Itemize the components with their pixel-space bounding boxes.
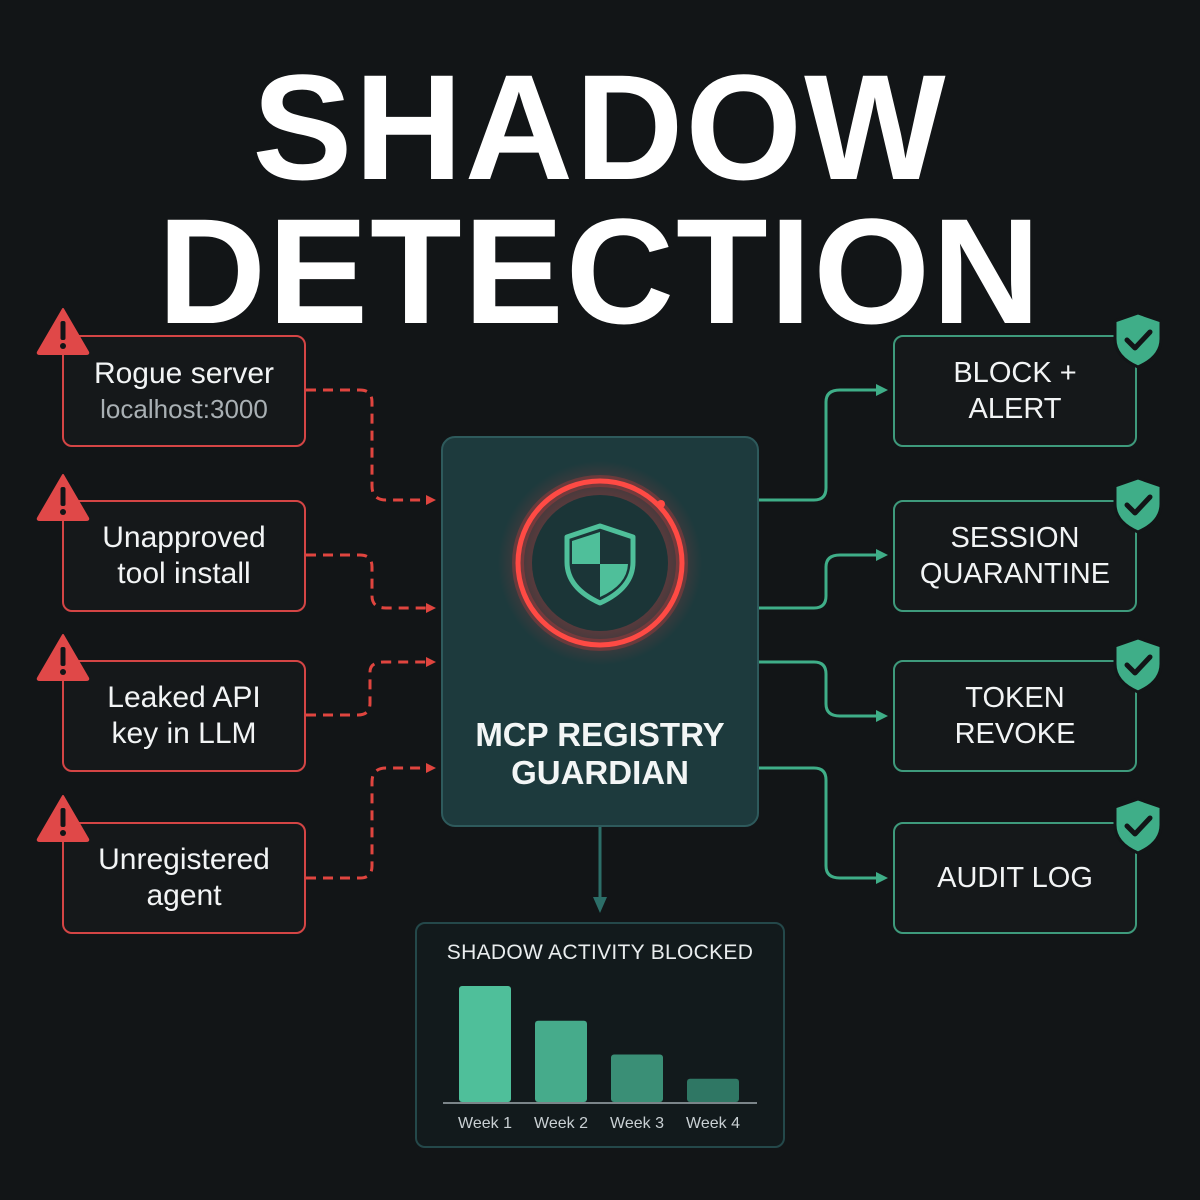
action-label-line-1: TOKEN xyxy=(965,682,1065,714)
guardian-title-line-1: MCP REGISTRY xyxy=(475,716,725,753)
x-tick-label: Week 3 xyxy=(610,1115,664,1132)
threat-box-unregistered-agent: Unregistered agent xyxy=(62,822,306,934)
threat-sublabel: localhost:3000 xyxy=(100,394,268,424)
title-line-1: SHADOW xyxy=(252,43,948,211)
warning-icon xyxy=(36,795,90,842)
bar-chart: Week 1 Week 2 Week 3 Week 4 xyxy=(443,986,757,1132)
action-box-block-alert: BLOCK + ALERT xyxy=(893,335,1137,447)
bar-2 xyxy=(535,1020,587,1102)
warning-icon xyxy=(36,634,90,681)
action-box-audit-log: AUDIT LOG xyxy=(893,822,1137,934)
action-label-line-2: REVOKE xyxy=(954,718,1076,750)
action-label-line-1: SESSION xyxy=(950,522,1080,554)
connector-action-2 xyxy=(759,549,888,610)
shield-check-icon xyxy=(1113,636,1163,694)
threat-box-leaked-key: Leaked API key in LLM xyxy=(62,660,306,772)
title-line-2: DETECTION xyxy=(157,187,1043,355)
shield-check-icon xyxy=(1113,797,1163,855)
threat-box-unapproved-tool: Unapproved tool install xyxy=(62,500,306,612)
connector-threat-1 xyxy=(306,388,436,505)
action-box-token-revoke: TOKEN REVOKE xyxy=(893,660,1137,772)
threat-label: Rogue server xyxy=(93,357,275,390)
guardian-title: MCP REGISTRY GUARDIAN xyxy=(0,716,1200,792)
connector-threat-4 xyxy=(306,763,436,880)
action-label-line-1: BLOCK + xyxy=(953,357,1077,389)
warning-icon xyxy=(36,474,90,521)
action-label-line-2: ALERT xyxy=(968,393,1062,425)
connector-action-4 xyxy=(759,766,888,884)
threat-label: Unapproved tool install xyxy=(102,521,266,590)
connector-action-1 xyxy=(759,384,888,502)
shield-icon xyxy=(564,523,636,606)
x-tick-label: Week 2 xyxy=(534,1115,588,1132)
bar-3 xyxy=(611,1054,663,1102)
threat-label: Unregistered agent xyxy=(98,843,270,912)
warning-icon xyxy=(36,308,90,355)
x-tick-label: Week 1 xyxy=(458,1115,512,1132)
chart-title: SHADOW ACTIVITY BLOCKED xyxy=(446,941,754,964)
threat-label: Leaked API key in LLM xyxy=(107,681,261,750)
shield-check-icon xyxy=(1113,476,1163,534)
shield-check-icon xyxy=(1113,311,1163,369)
action-label-line-1: AUDIT LOG xyxy=(937,862,1093,894)
action-label-line-2: QUARANTINE xyxy=(919,558,1111,590)
bar-1 xyxy=(459,986,511,1102)
bar-4 xyxy=(687,1078,739,1102)
threat-box-rogue-server: Rogue server localhost:3000 xyxy=(62,335,306,447)
x-tick-label: Week 4 xyxy=(686,1115,740,1132)
action-box-session-quarantine: SESSION QUARANTINE xyxy=(893,500,1137,612)
guardian-shield-emblem xyxy=(498,461,702,665)
guardian-title-line-2: GUARDIAN xyxy=(511,754,689,791)
connector-threat-2 xyxy=(306,553,436,613)
connector-action-3 xyxy=(759,660,888,722)
connector-threat-3 xyxy=(306,657,436,717)
